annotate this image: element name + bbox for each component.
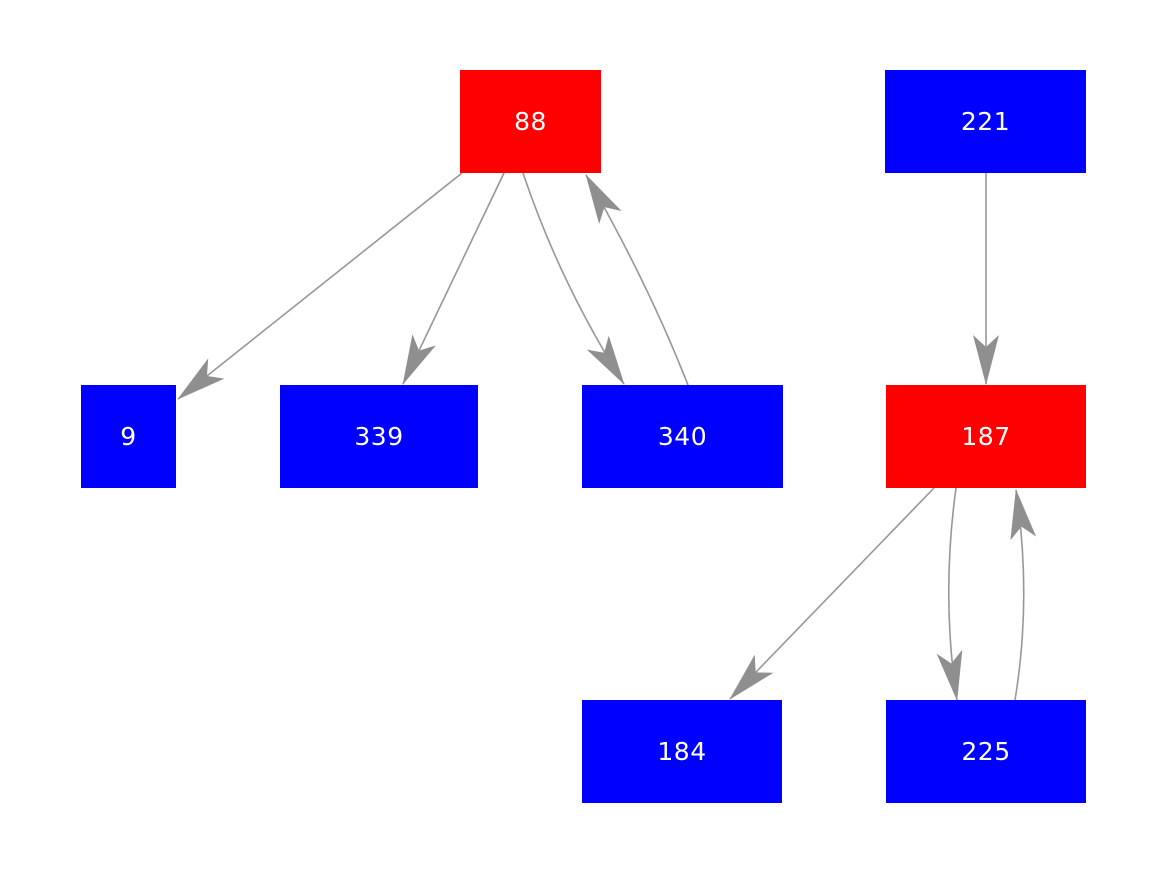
graph-node-339: 339: [280, 385, 478, 488]
node-label: 187: [961, 422, 1011, 451]
edge-187-to-184: [729, 487, 935, 700]
node-label: 339: [354, 422, 404, 451]
graph-node-9: 9: [81, 385, 176, 488]
node-label: 225: [961, 737, 1011, 766]
graph-node-88: 88: [460, 70, 601, 173]
edge-187-to-225: [936, 487, 963, 701]
edge-340-to-88: [585, 174, 689, 386]
edge-88-to-339: [402, 172, 505, 385]
node-label: 9: [120, 422, 137, 451]
node-label: 88: [514, 107, 547, 136]
graph-node-340: 340: [582, 385, 783, 488]
edge-225-to-187: [1010, 489, 1037, 701]
node-label: 340: [657, 422, 708, 451]
graph-node-184: 184: [582, 700, 782, 803]
edge-88-to-9: [177, 172, 463, 400]
node-label: 221: [960, 107, 1011, 136]
graph-node-187: 187: [886, 385, 1086, 488]
graph-node-221: 221: [885, 70, 1086, 173]
graph-node-225: 225: [886, 700, 1086, 803]
node-label: 184: [657, 737, 707, 766]
edge-88-to-340: [522, 172, 625, 385]
